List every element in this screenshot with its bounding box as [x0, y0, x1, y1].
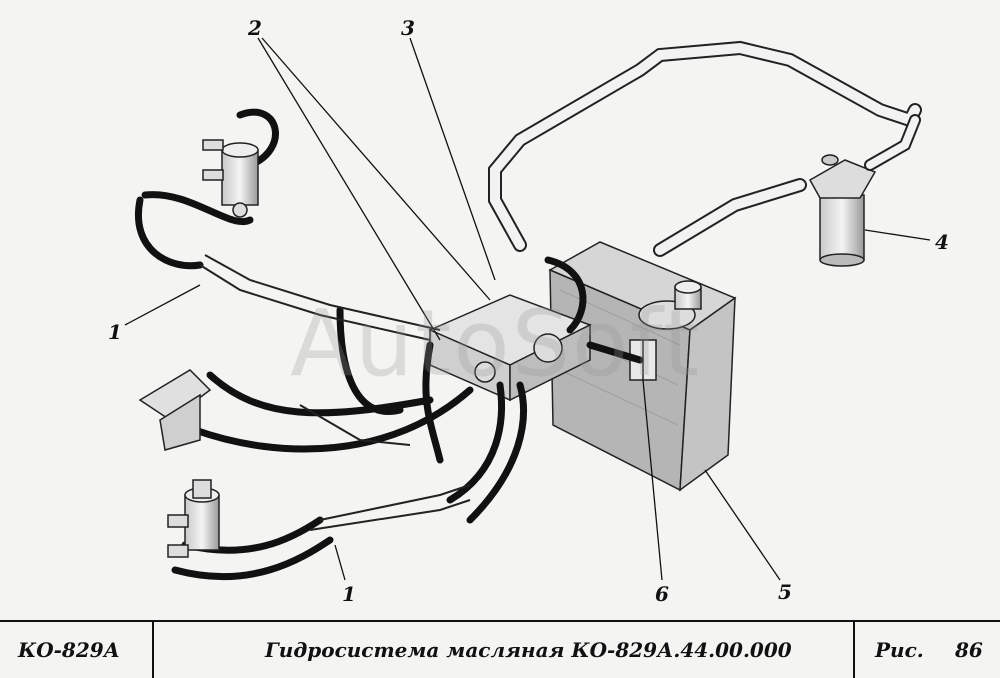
callout-1-upper: 1 — [108, 320, 122, 344]
watermark: AutoSoft — [290, 290, 702, 397]
control-bracket — [138, 369, 212, 451]
figure-label: Рис. — [875, 638, 924, 662]
high-pressure-hoses — [135, 108, 644, 581]
callout-6: 6 — [655, 582, 669, 606]
return-pipe — [488, 40, 922, 257]
divider — [152, 622, 154, 678]
hydraulic-cylinder-lower — [167, 479, 220, 558]
valve-block — [428, 294, 592, 402]
callout-1-lower: 1 — [342, 582, 356, 606]
leader-lines — [124, 37, 931, 581]
level-gauge — [629, 339, 657, 381]
oil-filter — [808, 154, 877, 267]
callout-2: 2 — [248, 16, 262, 40]
hydraulic-cylinder-upper — [202, 139, 259, 218]
callout-5: 5 — [778, 580, 792, 604]
title-block: КО-829А Гидросистема масляная КО-829А.44… — [0, 620, 1000, 678]
steel-lines — [199, 254, 471, 531]
divider — [853, 622, 855, 678]
tank-filler-cap — [638, 280, 702, 330]
drawing-title: Гидросистема масляная КО-829А.44.00.000 — [265, 638, 792, 662]
callout-4: 4 — [935, 230, 949, 254]
hydraulic-diagram — [124, 37, 931, 581]
figure-number: 86 — [955, 638, 983, 662]
model-label: КО-829А — [18, 638, 120, 662]
callout-3: 3 — [401, 16, 415, 40]
